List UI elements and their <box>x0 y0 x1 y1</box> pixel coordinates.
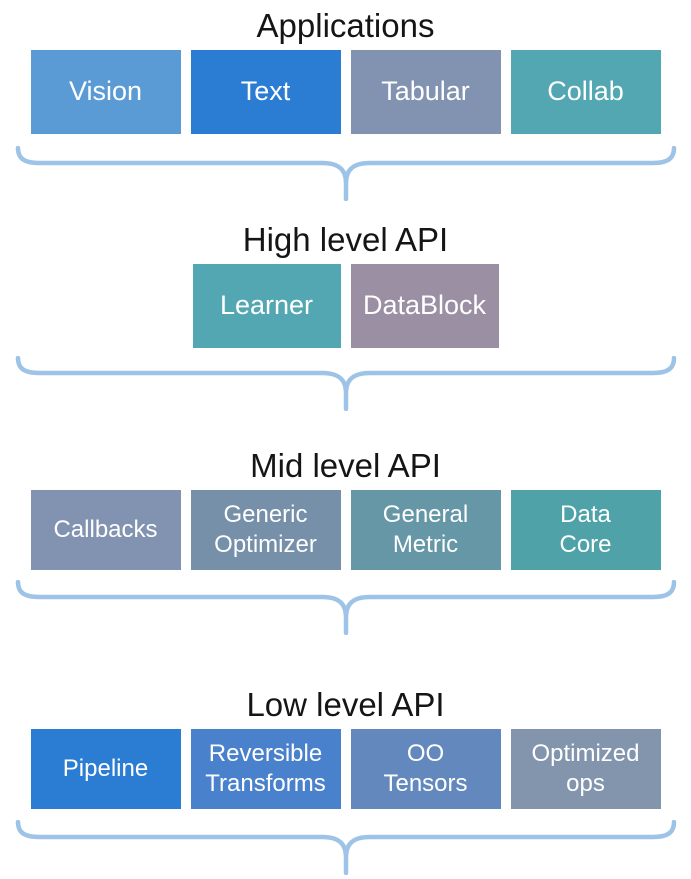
box-collab: Collab <box>510 50 661 134</box>
box-label: Vision <box>68 76 143 107</box>
box-reversible-transforms: Reversible Transforms <box>190 729 341 809</box>
box-label: General Metric <box>382 501 469 558</box>
box-label: Generic Optimizer <box>214 501 317 558</box>
brace-icon <box>15 580 676 635</box>
box-text: Text <box>190 50 341 134</box>
box-general-metric: General Metric <box>350 490 501 570</box>
box-row: Learner DataBlock <box>31 264 661 348</box>
section-high-level-api: High level API Learner DataBlock <box>0 218 691 411</box>
brace-path <box>15 580 676 635</box>
section-low-level-api: Low level API Pipeline Reversible Transf… <box>0 683 691 875</box>
brace-icon <box>15 356 676 411</box>
box-tabular: Tabular <box>350 50 501 134</box>
box-generic-optimizer: Generic Optimizer <box>190 490 341 570</box>
box-label: OO Tensors <box>383 740 468 797</box>
brace-path <box>15 820 676 875</box>
box-oo-tensors: OO Tensors <box>350 729 501 809</box>
box-label: Collab <box>547 76 624 107</box>
brace-path <box>15 146 676 201</box>
box-callbacks: Callbacks <box>30 490 181 570</box>
section-title: Low level API <box>246 686 445 723</box>
brace-icon <box>15 820 676 875</box>
box-label: Learner <box>219 290 314 321</box>
box-pipeline: Pipeline <box>30 729 181 809</box>
section-title: Mid level API <box>250 447 441 484</box>
section-title: High level API <box>242 221 449 258</box>
box-label: Callbacks <box>53 516 158 543</box>
box-label: DataBlock <box>362 290 487 321</box>
box-row: Callbacks Generic Optimizer General Metr… <box>30 490 661 570</box>
section-mid-level-api: Mid level API Callbacks Generic Optimize… <box>0 444 691 635</box>
box-label: Reversible Transforms <box>205 740 326 797</box>
box-row: Pipeline Reversible Transforms OO Tensor… <box>30 729 661 809</box>
box-label: Optimized ops <box>531 740 640 797</box>
box-learner: Learner <box>192 264 341 348</box>
box-vision: Vision <box>30 50 181 134</box>
box-data-core: Data Core <box>510 490 661 570</box>
section-title: Applications <box>256 7 435 44</box>
box-label: Text <box>240 76 291 107</box>
box-datablock: DataBlock <box>350 264 499 348</box>
section-applications: Applications Vision Text Tabular Collab <box>0 0 691 201</box>
box-label: Pipeline <box>62 755 149 782</box>
box-optimized-ops: Optimized ops <box>510 729 661 809</box>
box-label: Data Core <box>559 501 612 558</box>
brace-path <box>15 356 676 411</box>
box-label: Tabular <box>381 76 470 107</box>
brace-icon <box>15 146 676 201</box>
box-row: Vision Text Tabular Collab <box>30 50 661 134</box>
